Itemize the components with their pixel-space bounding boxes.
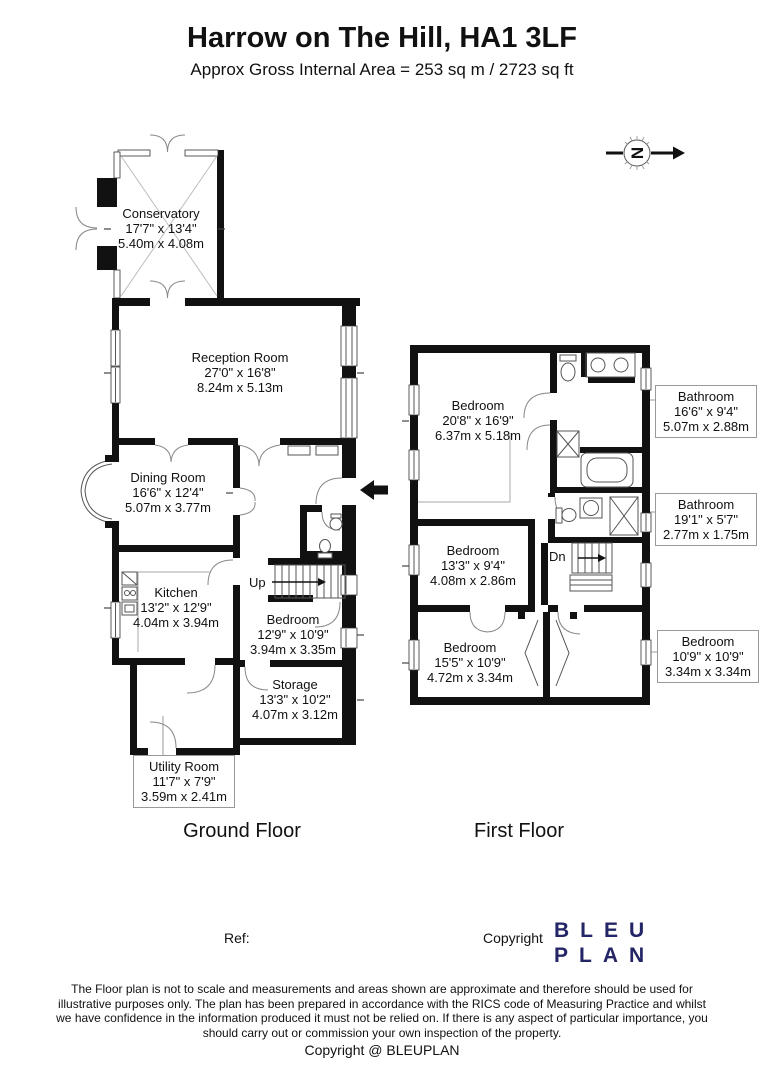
- room-dim-imperial: 13'3" x 10'2": [259, 692, 331, 707]
- callout-bathroom-2: Bathroom 19'1" x 5'7" 2.77m x 1.75m: [655, 493, 757, 546]
- room-dim-metric: 3.59m x 2.41m: [141, 789, 227, 804]
- copyright-line: Copyright @ BLEUPLAN: [304, 1042, 460, 1058]
- room-label-reception: Reception Room 27'0" x 16'8" 8.24m x 5.1…: [192, 350, 289, 395]
- page-title: Harrow on The Hill, HA1 3LF: [187, 22, 577, 54]
- room-dim-imperial: 17'7" x 13'4": [125, 221, 197, 236]
- room-name: Bedroom: [446, 543, 500, 558]
- callout-utility-room: Utility Room 11'7" x 7'9" 3.59m x 2.41m: [133, 755, 235, 808]
- room-dim-metric: 3.94m x 3.35m: [250, 642, 336, 657]
- ref-label: Ref:: [224, 930, 250, 946]
- room-label-dining: Dining Room 16'6" x 12'4" 5.07m x 3.77m: [125, 470, 211, 515]
- room-dim-imperial: 13'3" x 9'4": [440, 558, 506, 573]
- room-dim-imperial: 20'8" x 16'9": [442, 413, 514, 428]
- page-subtitle: Approx Gross Internal Area = 253 sq m / …: [190, 60, 574, 79]
- room-name: Reception Room: [191, 350, 289, 365]
- dimension-ticks-first: [402, 420, 409, 664]
- room-dim-metric: 4.07m x 3.12m: [252, 707, 338, 722]
- room-dim-metric: 5.40m x 4.08m: [118, 236, 204, 251]
- stairs-up-label: Up: [248, 575, 267, 590]
- room-dim-imperial: 15'5" x 10'9": [434, 655, 506, 670]
- room-name: Bedroom: [451, 398, 505, 413]
- compass-letter: N: [628, 147, 647, 159]
- room-label-bedroom-1: Bedroom 20'8" x 16'9" 6.37m x 5.18m: [435, 398, 521, 443]
- room-label-bedroom-2: Bedroom 13'3" x 9'4" 4.08m x 2.86m: [430, 543, 516, 588]
- conservatory-structure: [75, 134, 224, 302]
- room-dim-metric: 3.34m x 3.34m: [665, 664, 751, 679]
- room-label-bedroom-ground: Bedroom 12'9" x 10'9" 3.94m x 3.35m: [250, 612, 336, 657]
- room-name: Bedroom: [443, 640, 497, 655]
- room-dim-metric: 8.24m x 5.13m: [196, 380, 283, 395]
- room-dim-metric: 4.04m x 3.94m: [133, 615, 219, 630]
- room-label-conservatory: Conservatory 17'7" x 13'4" 5.40m x 4.08m: [118, 206, 204, 251]
- room-name: Dining Room: [130, 470, 206, 485]
- bleuplan-logo: BLEU PLAN: [554, 918, 655, 968]
- room-label-kitchen: Kitchen 13'2" x 12'9" 4.04m x 3.94m: [133, 585, 219, 630]
- stairs-up: [272, 564, 346, 599]
- stairs-down-label: Dn: [548, 549, 567, 564]
- room-dim-metric: 4.08m x 2.86m: [430, 573, 516, 588]
- room-name: Bathroom: [677, 389, 735, 404]
- room-label-storage: Storage 13'3" x 10'2" 4.07m x 3.12m: [252, 677, 338, 722]
- room-name: Bedroom: [681, 634, 735, 649]
- stairs-down: [569, 542, 613, 592]
- room-name: Utility Room: [148, 759, 220, 774]
- room-name: Storage: [272, 677, 318, 692]
- bathroom-fixtures: [555, 352, 639, 536]
- entrance-arrow: [360, 480, 388, 500]
- room-dim-imperial: 13'2" x 12'9": [140, 600, 212, 615]
- room-dim-imperial: 12'9" x 10'9": [257, 627, 329, 642]
- first-floor-plan: [402, 345, 659, 705]
- room-dim-metric: 6.37m x 5.18m: [435, 428, 521, 443]
- first-floor-caption: First Floor: [474, 820, 564, 842]
- copyright-label: Copyright: [483, 930, 543, 946]
- logo-line-1: BLEU: [554, 919, 656, 942]
- room-label-bedroom-3: Bedroom 15'5" x 10'9" 4.72m x 3.34m: [427, 640, 513, 685]
- room-dim-imperial: 16'6" x 12'4": [132, 485, 204, 500]
- first-floor-windows: [408, 367, 652, 671]
- room-name: Bathroom: [677, 497, 735, 512]
- ground-floor-doors: [149, 444, 343, 749]
- logo-line-2: PLAN: [554, 944, 656, 967]
- room-dim-metric: 5.07m x 3.77m: [125, 500, 211, 515]
- wc-fixtures: [317, 513, 343, 559]
- room-name: Kitchen: [154, 585, 198, 600]
- room-dim-imperial: 11'7" x 7'9": [152, 774, 216, 789]
- ground-floor-windows: [80, 325, 358, 649]
- ground-floor-plan: [75, 134, 388, 756]
- dimension-ticks-ground: [104, 228, 364, 701]
- first-floor-doors: [418, 392, 581, 635]
- room-name: Bedroom: [266, 612, 320, 627]
- room-dim-imperial: 10'9" x 10'9": [672, 649, 744, 664]
- room-dim-imperial: 16'6" x 9'4": [673, 404, 739, 419]
- kitchen-fixtures: [121, 571, 210, 652]
- callout-bedroom-4: Bedroom 10'9" x 10'9" 3.34m x 3.34m: [657, 630, 759, 683]
- room-dim-metric: 5.07m x 2.88m: [663, 419, 749, 434]
- ground-floor-walls: [112, 298, 360, 755]
- room-dim-imperial: 27'0" x 16'8": [204, 365, 276, 380]
- ground-floor-caption: Ground Floor: [183, 820, 301, 842]
- first-floor-walls: [410, 345, 650, 705]
- room-dim-imperial: 19'1" x 5'7": [673, 512, 739, 527]
- room-dim-metric: 4.72m x 3.34m: [427, 670, 513, 685]
- wardrobes: [524, 619, 570, 687]
- disclaimer-text: The Floor plan is not to scale and measu…: [56, 982, 708, 1040]
- compass-icon: N: [606, 136, 685, 170]
- room-dim-metric: 2.77m x 1.75m: [663, 527, 749, 542]
- callout-bathroom-1: Bathroom 16'6" x 9'4" 5.07m x 2.88m: [655, 385, 757, 438]
- room-name: Conservatory: [122, 206, 200, 221]
